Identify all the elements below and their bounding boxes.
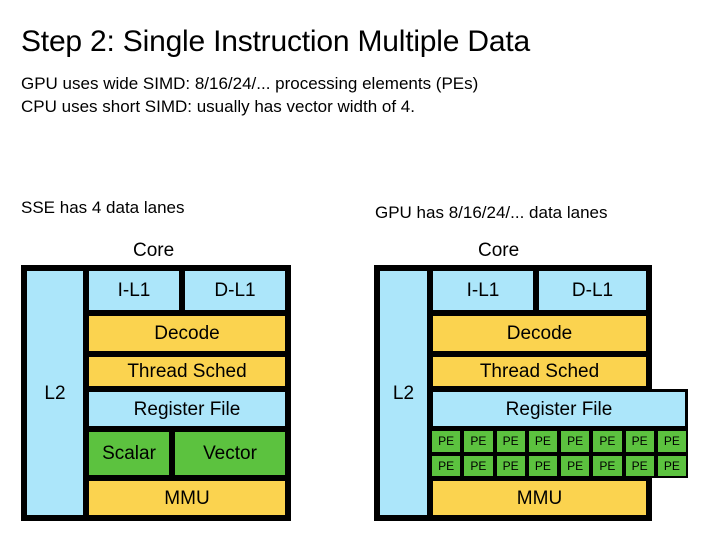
block-d-l1-right: D-L1 — [536, 268, 649, 313]
block-l2-left: L2 — [24, 268, 86, 518]
pe-cell-r2-c3: PE — [494, 453, 527, 478]
block-decode-left: Decode — [86, 313, 288, 354]
block-vector-left: Vector — [172, 429, 288, 478]
pe-cell-r1-c3: PE — [494, 429, 527, 454]
caption-sse-lanes: SSE has 4 data lanes — [21, 198, 185, 217]
pe-cell-r1-c6: PE — [591, 429, 624, 454]
page-title: Step 2: Single Instruction Multiple Data — [21, 25, 530, 58]
pe-cell-r2-c1: PE — [430, 453, 463, 478]
block-d-l1-left: D-L1 — [182, 268, 288, 313]
block-register-file-right: Register File — [430, 389, 688, 429]
block-decode-right: Decode — [430, 313, 649, 354]
pe-cell-r1-c8: PE — [655, 429, 688, 454]
block-thread-sched-left: Thread Sched — [86, 354, 288, 389]
pe-cell-r2-c6: PE — [591, 453, 624, 478]
core-label-left: Core — [133, 240, 175, 261]
subtitle-line-cpu: CPU uses short SIMD: usually has vector … — [21, 97, 415, 116]
pe-cell-r2-c7: PE — [623, 453, 656, 478]
pe-cell-r2-c5: PE — [559, 453, 592, 478]
pe-cell-r1-c1: PE — [430, 429, 463, 454]
pe-cell-r1-c7: PE — [623, 429, 656, 454]
subtitle-block: GPU uses wide SIMD: 8/16/24/... processi… — [21, 72, 711, 118]
block-register-file-left: Register File — [86, 389, 288, 429]
block-i-l1-left: I-L1 — [86, 268, 182, 313]
core-outline-left — [21, 265, 291, 521]
core-label-right: Core — [478, 240, 520, 261]
block-mmu-left: MMU — [86, 478, 288, 518]
pe-cell-r2-c2: PE — [462, 453, 495, 478]
block-scalar-left: Scalar — [86, 429, 172, 478]
block-i-l1-right: I-L1 — [430, 268, 536, 313]
pe-cell-r1-c5: PE — [559, 429, 592, 454]
subtitle-line-gpu: GPU uses wide SIMD: 8/16/24/... processi… — [21, 74, 479, 93]
pe-cell-r1-c4: PE — [526, 429, 559, 454]
pe-cell-r2-c4: PE — [526, 453, 559, 478]
pe-cell-r2-c8: PE — [655, 453, 688, 478]
pe-cell-r1-c2: PE — [462, 429, 495, 454]
block-thread-sched-right: Thread Sched — [430, 354, 649, 389]
caption-gpu-lanes: GPU has 8/16/24/... data lanes — [375, 203, 608, 222]
block-l2-right: L2 — [377, 268, 430, 518]
block-mmu-right: MMU — [430, 478, 649, 518]
